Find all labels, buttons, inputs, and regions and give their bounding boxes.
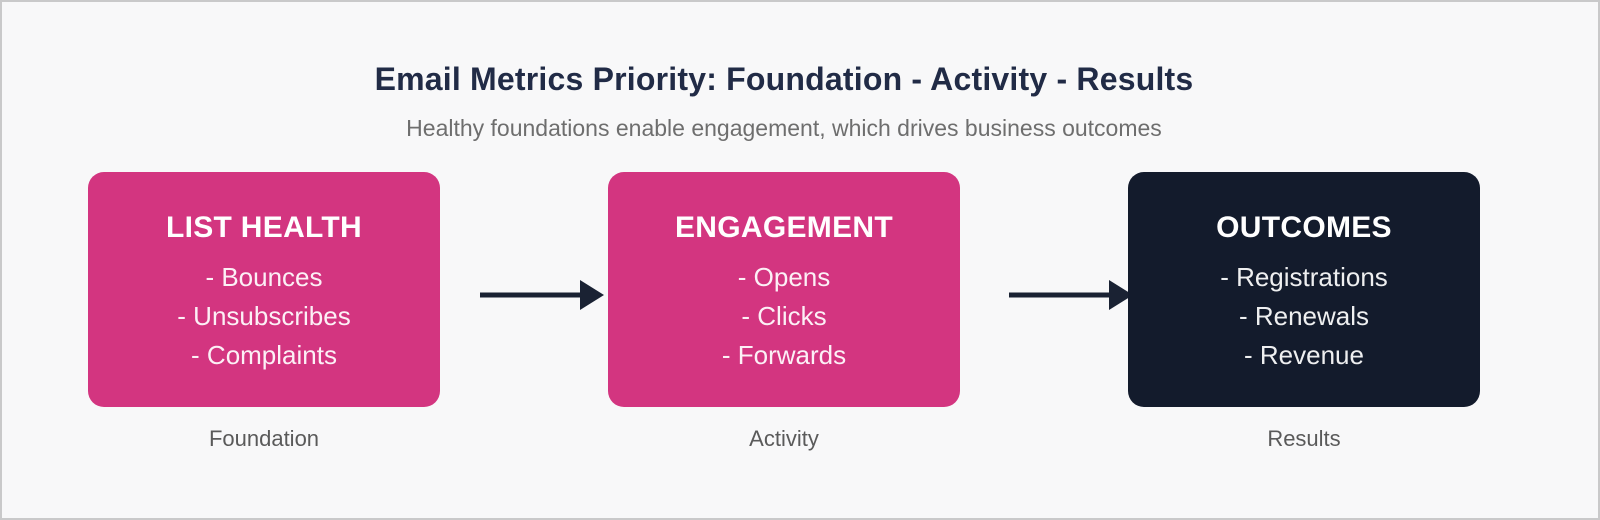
page-subtitle: Healthy foundations enable engagement, w… (406, 115, 1162, 141)
stage-heading: LIST HEALTH (165, 211, 363, 244)
stage-item-list: - Registrations - Renewals - Revenue (1128, 258, 1480, 375)
stage-box-outcomes: OUTCOMES - Registrations - Renewals - Re… (1128, 172, 1480, 407)
stage-item: - Revenue (1244, 340, 1364, 370)
stage-heading: ENGAGEMENT (674, 211, 893, 244)
stage-item: - Unsubscribes (177, 301, 351, 331)
stage-caption-activity: Activity (749, 426, 819, 451)
stage-item: - Clicks (741, 301, 827, 331)
stage-item-list: - Bounces - Unsubscribes - Complaints (88, 258, 440, 375)
stage-caption-foundation: Foundation (208, 426, 320, 451)
stage-heading: OUTCOMES (1216, 211, 1392, 244)
stage-item: - Bounces (205, 262, 323, 292)
stage-box-engagement: ENGAGEMENT - Opens - Clicks - Forwards (608, 172, 960, 407)
stage-item: - Renewals (1238, 301, 1370, 331)
stage-box-list-health: LIST HEALTH - Bounces - Unsubscribes - C… (88, 172, 440, 407)
arrow-right-icon (1009, 280, 1133, 310)
page-title: Email Metrics Priority: Foundation - Act… (374, 61, 1194, 97)
stage-item: - Complaints (191, 340, 337, 370)
stage-caption-results: Results (1267, 426, 1341, 451)
stage-item-list: - Opens - Clicks - Forwards (608, 258, 960, 375)
stage-item: - Opens (737, 262, 831, 292)
arrow-right-icon (480, 280, 604, 310)
stage-item: - Forwards (721, 340, 847, 370)
stage-item: - Registrations (1220, 262, 1388, 292)
